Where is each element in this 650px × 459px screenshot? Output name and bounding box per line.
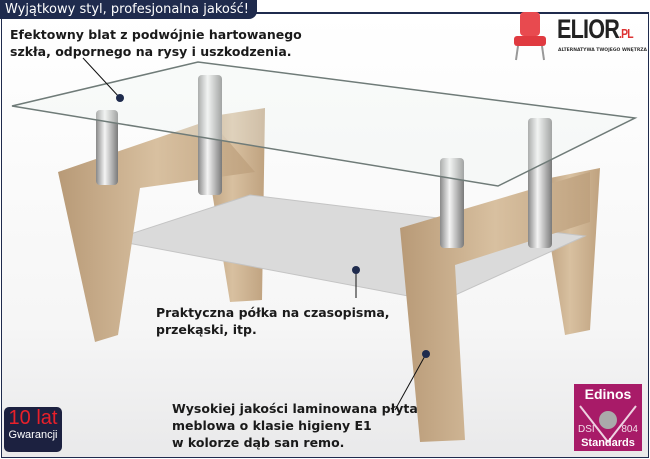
glass-top-note: Efektowny blat z podwójnie hartowanego s… bbox=[10, 26, 302, 60]
chrome-post bbox=[528, 118, 552, 248]
logo-tagline: ALTERNATYWA TWOJEGO WNĘTRZA bbox=[558, 48, 648, 53]
glass-top bbox=[11, 61, 638, 187]
logo-wordmark: ELIOR.PL bbox=[557, 14, 634, 44]
note-line: Efektowny blat z podwójnie hartowanego bbox=[10, 27, 302, 42]
certificate-badge: Edinos DSI 804 Standards bbox=[574, 384, 642, 451]
note-line: w kolorze dąb san remo. bbox=[172, 435, 345, 450]
certificate-left: DSI bbox=[578, 424, 595, 435]
chrome-post bbox=[198, 75, 222, 195]
certificate-right: 804 bbox=[621, 424, 638, 435]
note-line: Praktyczna półka na czasopisma, bbox=[156, 305, 390, 320]
certificate-label: Standards bbox=[581, 437, 635, 449]
certificate-brand: Edinos bbox=[584, 386, 632, 402]
chrome-post bbox=[440, 158, 464, 248]
shelf-note: Praktyczna półka na czasopisma, przekąsk… bbox=[156, 304, 390, 338]
note-line: Wysokiej jakości laminowana płyta bbox=[172, 401, 418, 416]
laminate-note: Wysokiej jakości laminowana płyta meblow… bbox=[172, 400, 418, 451]
certificate-mark-icon bbox=[579, 405, 637, 444]
warranty-badge: 10 lat Gwarancji bbox=[4, 407, 62, 452]
chair-icon bbox=[514, 12, 546, 61]
note-line: szkła, odpornego na rysy i uszkodzenia. bbox=[10, 44, 292, 59]
note-line: przekąski, itp. bbox=[156, 322, 257, 337]
headline: Wyjątkowy styl, profesjonalna jakość! bbox=[0, 0, 257, 19]
warranty-years: 10 lat bbox=[8, 407, 58, 429]
chrome-post bbox=[96, 110, 118, 185]
note-line: meblowa o klasie higieny E1 bbox=[172, 418, 372, 433]
warranty-label: Gwarancji bbox=[8, 429, 58, 441]
